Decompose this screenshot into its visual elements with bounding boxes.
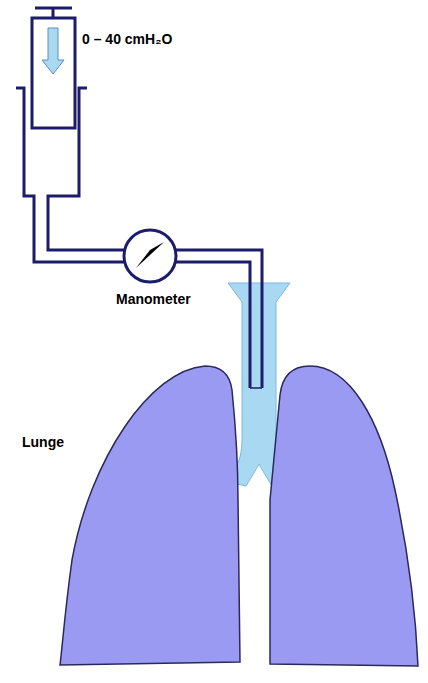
tube-end bbox=[250, 387, 262, 389]
left-lung bbox=[60, 366, 240, 665]
pressure-range: 0 – 40 cmH₂O bbox=[82, 31, 172, 48]
push-arrow bbox=[42, 28, 64, 74]
right-lung bbox=[270, 366, 418, 666]
manometer-gauge bbox=[124, 230, 176, 282]
manometer-needle bbox=[136, 242, 164, 268]
tube bbox=[176, 250, 262, 388]
organ-name: Lunge bbox=[22, 434, 64, 451]
part-name: Manometer bbox=[116, 291, 191, 308]
